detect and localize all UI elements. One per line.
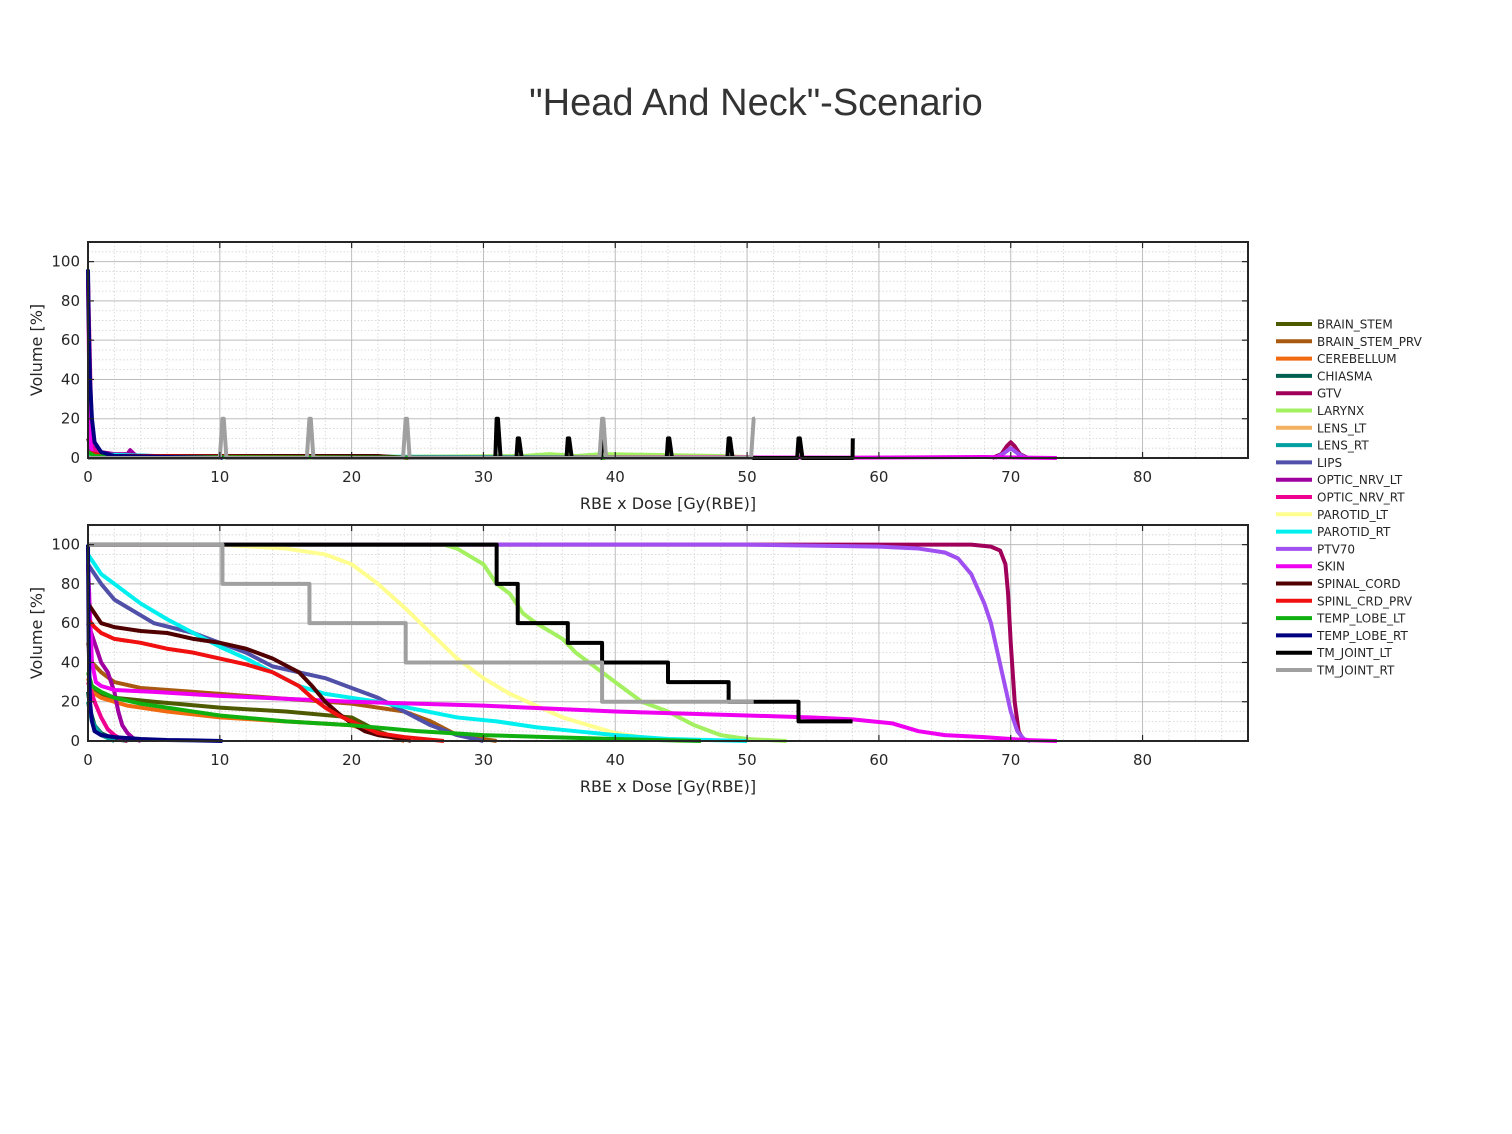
legend-label: GTV bbox=[1317, 387, 1342, 401]
y-tick-label: 0 bbox=[70, 449, 80, 467]
x-tick-label: 0 bbox=[83, 751, 93, 769]
y-tick-label: 80 bbox=[61, 575, 80, 593]
x-tick-label: 20 bbox=[342, 751, 361, 769]
legend-label: CHIASMA bbox=[1317, 369, 1373, 383]
y-tick-label: 20 bbox=[61, 693, 80, 711]
x-tick-label: 80 bbox=[1133, 751, 1152, 769]
legend: BRAIN_STEM BRAIN_STEM_PRV CEREBELLUM CHIASM… bbox=[1276, 318, 1423, 678]
major-grid bbox=[88, 242, 1248, 458]
series-temp-lobe-lt bbox=[86, 671, 701, 743]
legend-label: LENS_RT bbox=[1317, 439, 1369, 453]
y-axis-label: Volume [%] bbox=[27, 304, 46, 396]
legend-label: OPTIC_NRV_LT bbox=[1317, 473, 1403, 487]
series-parotid-lt bbox=[88, 542, 682, 743]
x-tick-label: 10 bbox=[210, 751, 229, 769]
tick-marks bbox=[87, 242, 1248, 459]
series-larynx bbox=[88, 542, 787, 743]
series-parotid-rt bbox=[86, 553, 748, 743]
chart-title: "Head And Neck"-Scenario bbox=[529, 82, 983, 124]
axes-box bbox=[87, 524, 1249, 742]
y-axis-label: Volume [%] bbox=[27, 587, 46, 679]
legend-label: SKIN bbox=[1317, 560, 1345, 574]
x-tick-label: 50 bbox=[738, 468, 757, 486]
series-ptv70 bbox=[88, 542, 1032, 743]
tick-marks bbox=[87, 525, 1248, 742]
x-tick-label: 40 bbox=[606, 468, 625, 486]
y-tick-label: 0 bbox=[70, 732, 80, 750]
series-tm-joint-rt bbox=[88, 542, 754, 704]
x-tick-label: 60 bbox=[869, 751, 888, 769]
series-tm-joint-lt bbox=[88, 542, 853, 724]
y-tick-label: 100 bbox=[51, 253, 80, 271]
y-tick-label: 20 bbox=[61, 410, 80, 428]
legend-label: TM_JOINT_RT bbox=[1316, 664, 1395, 678]
legend-label: SPINAL_CORD bbox=[1317, 577, 1401, 591]
legend-label: BRAIN_STEM bbox=[1317, 318, 1393, 332]
y-tick-label: 40 bbox=[61, 370, 80, 388]
legend-label: PAROTID_LT bbox=[1317, 508, 1389, 522]
series-optic-nrv-lt bbox=[86, 622, 142, 743]
x-tick-label: 10 bbox=[210, 468, 229, 486]
legend-label: PAROTID_RT bbox=[1317, 525, 1391, 539]
legend-label: TM_JOINT_LT bbox=[1316, 646, 1393, 660]
legend-label: SPINL_CRD_PRV bbox=[1317, 594, 1413, 608]
series-tm-joint-rt bbox=[88, 416, 756, 460]
legend-label: CEREBELLUM bbox=[1317, 352, 1397, 366]
legend-label: TEMP_LOBE_RT bbox=[1316, 629, 1408, 643]
y-tick-label: 40 bbox=[61, 653, 80, 671]
x-tick-label: 60 bbox=[869, 468, 888, 486]
series-spinal-cord bbox=[86, 602, 412, 743]
x-tick-label: 50 bbox=[738, 751, 757, 769]
series-skin bbox=[86, 564, 1057, 743]
axes-box bbox=[87, 241, 1249, 459]
legend-label: LARYNX bbox=[1317, 404, 1364, 418]
x-tick-label: 20 bbox=[342, 468, 361, 486]
x-tick-label: 70 bbox=[1001, 751, 1020, 769]
y-tick-label: 80 bbox=[61, 292, 80, 310]
x-tick-label: 80 bbox=[1133, 468, 1152, 486]
x-tick-label: 30 bbox=[474, 468, 493, 486]
y-tick-label: 60 bbox=[61, 614, 80, 632]
x-axis-label: RBE x Dose [Gy(RBE)] bbox=[580, 777, 756, 796]
legend-label: BRAIN_STEM_PRV bbox=[1317, 335, 1423, 349]
series-ptv70 bbox=[994, 446, 1028, 460]
x-axis-label: RBE x Dose [Gy(RBE)] bbox=[580, 494, 756, 513]
legend-label: OPTIC_NRV_RT bbox=[1317, 491, 1405, 505]
legend-label: TEMP_LOBE_LT bbox=[1316, 612, 1406, 626]
series-lips bbox=[86, 563, 484, 743]
x-tick-label: 40 bbox=[606, 751, 625, 769]
legend-label: LIPS bbox=[1317, 456, 1342, 470]
x-tick-label: 70 bbox=[1001, 468, 1020, 486]
x-tick-label: 30 bbox=[474, 751, 493, 769]
legend-label: PTV70 bbox=[1317, 542, 1355, 556]
x-tick-label: 0 bbox=[83, 468, 93, 486]
y-tick-label: 60 bbox=[61, 331, 80, 349]
y-tick-label: 100 bbox=[51, 536, 80, 554]
legend-label: LENS_LT bbox=[1317, 421, 1367, 435]
